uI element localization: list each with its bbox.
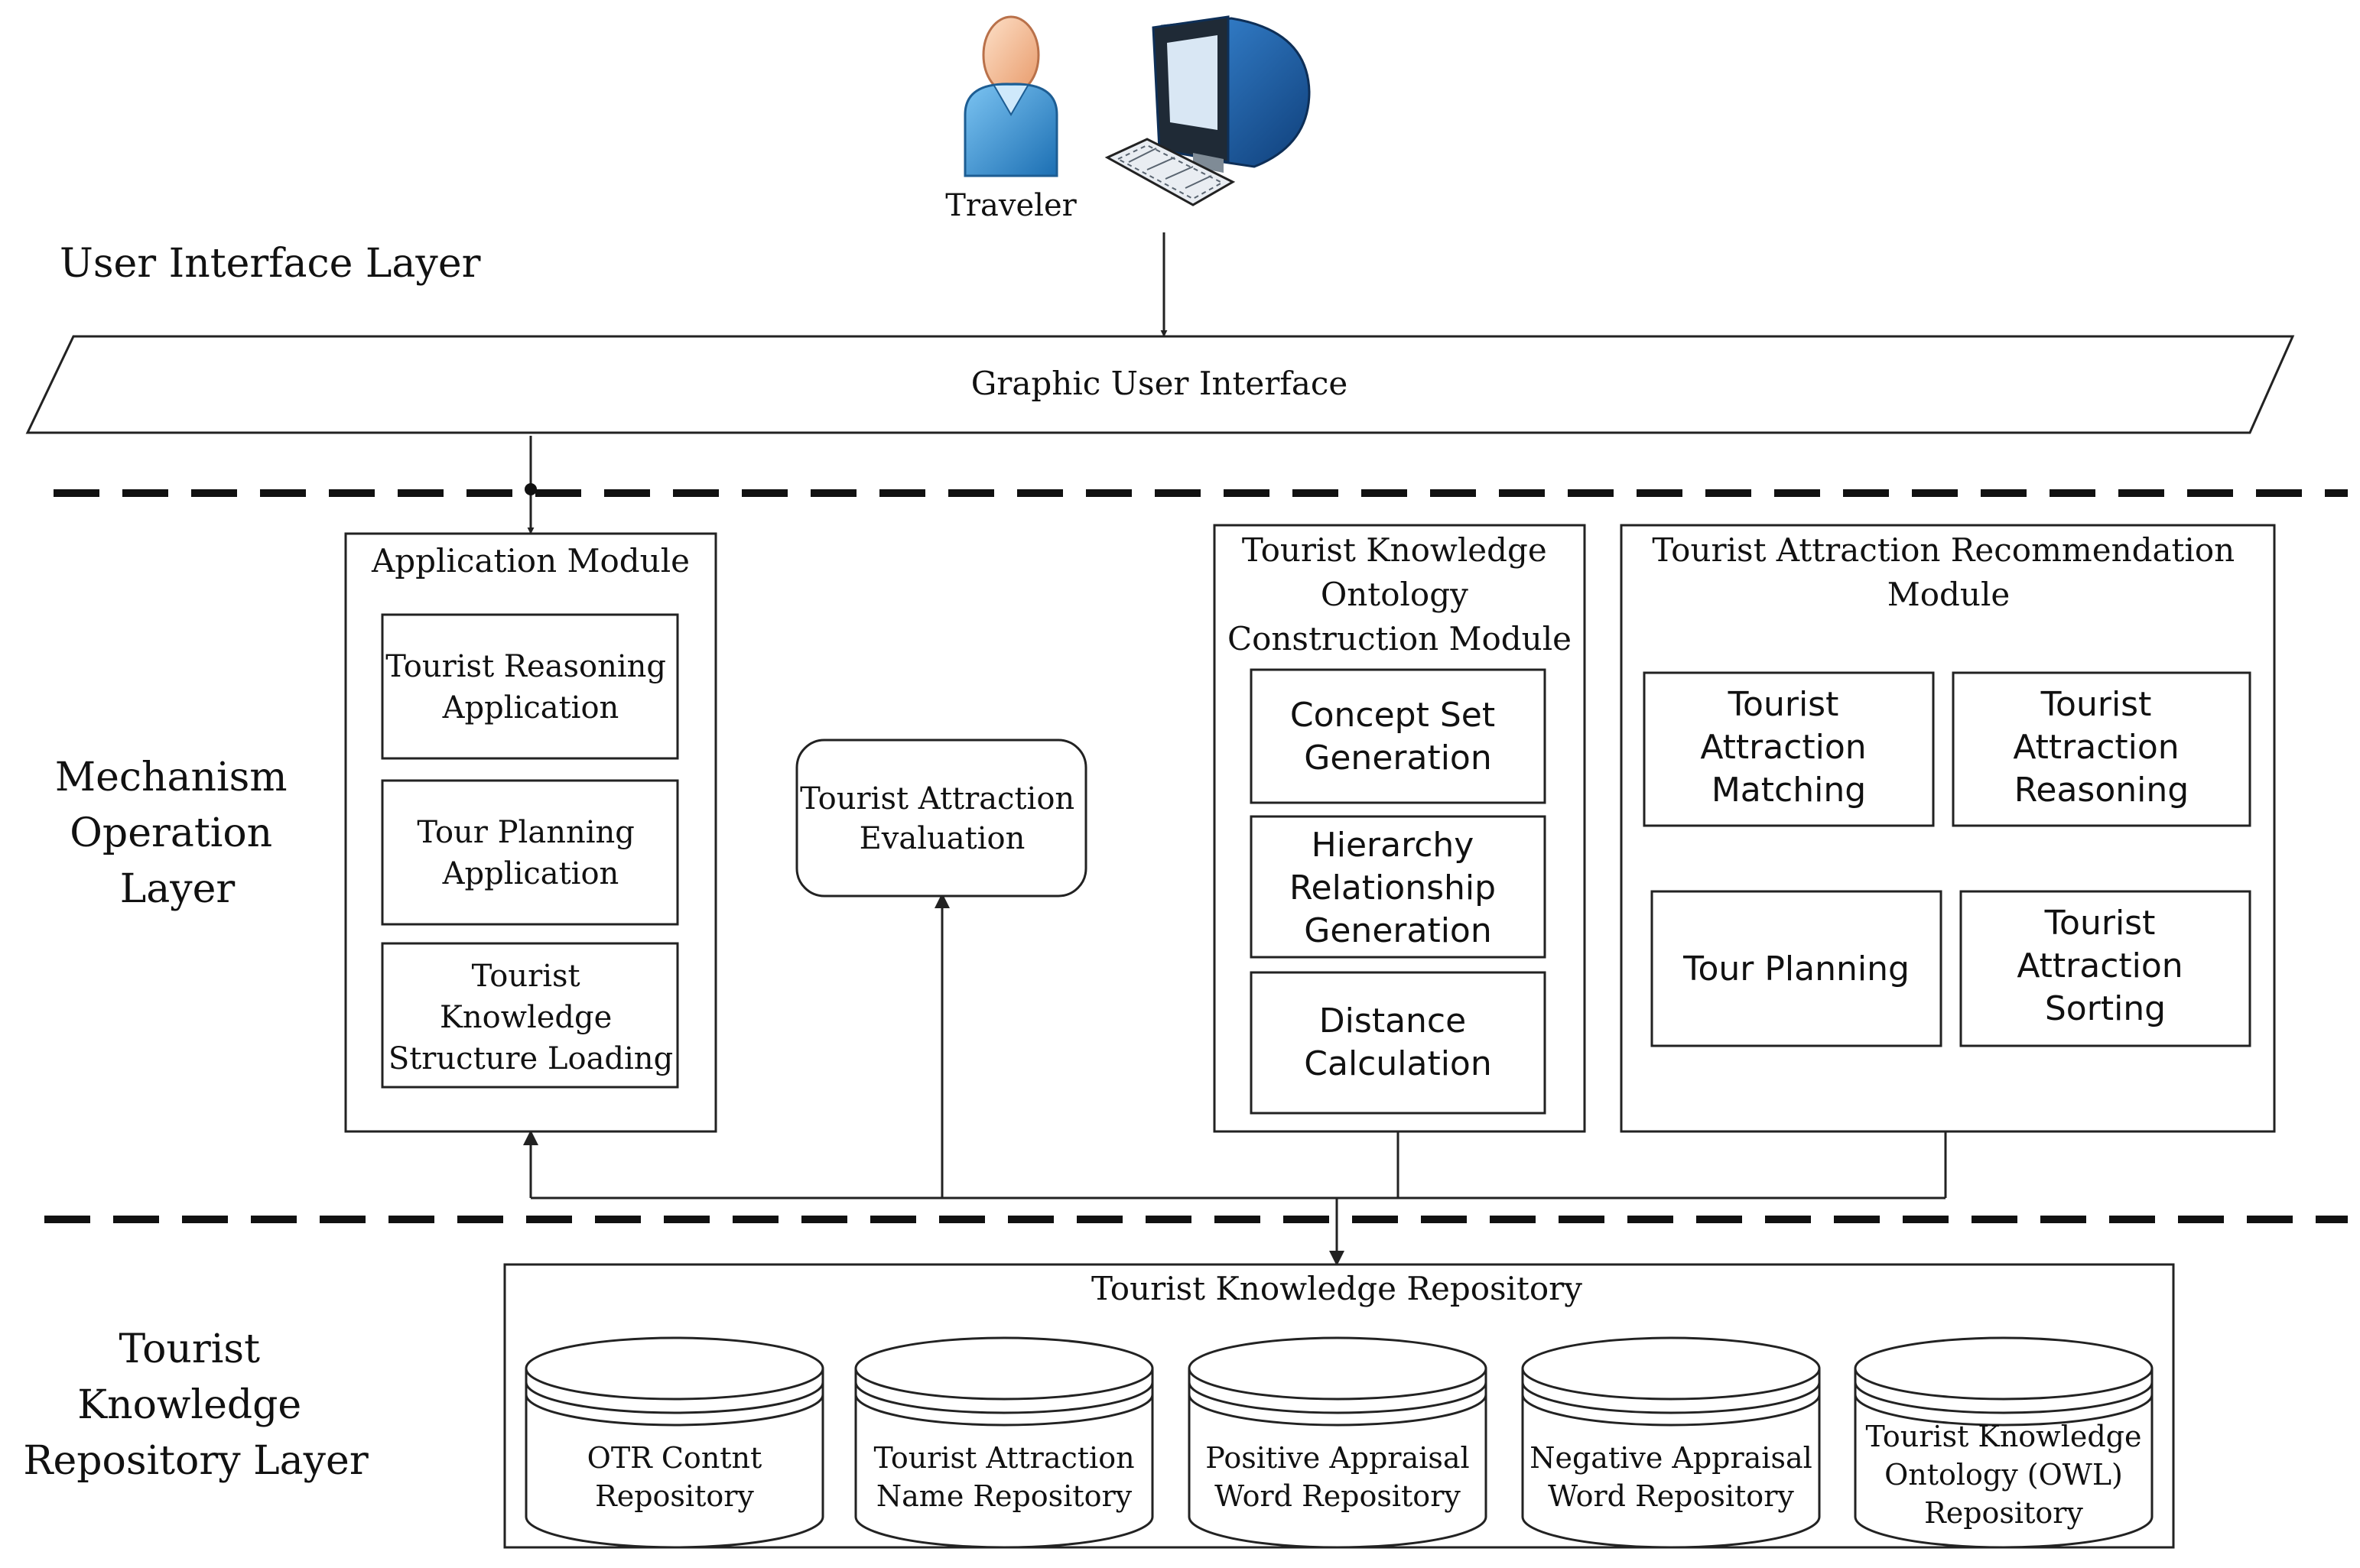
mechanism-layer-label-line: Layer — [120, 866, 236, 912]
tour-planning-box — [1650, 890, 1942, 1047]
application-module-title: Application Module — [371, 542, 690, 579]
database-label-line: Repository — [1924, 1496, 2083, 1530]
mechanism-layer-label-line: Operation — [70, 810, 272, 856]
repository-layer-label: Tourist Knowledge Repository Layer — [23, 1326, 368, 1484]
attraction-sorting-label: Tourist Attraction Sorting — [2017, 904, 2193, 1028]
database-label-line: Word Repository — [1548, 1479, 1794, 1513]
attraction-evaluation-box — [795, 739, 1087, 898]
database-label-line: Negative Appraisal — [1529, 1441, 1812, 1475]
mechanism-layer-label-line: Mechanism — [55, 755, 288, 800]
traveler-label: Traveler — [945, 188, 1077, 223]
repository-layer-label-line: Repository Layer — [23, 1438, 368, 1484]
knowledge-repository-title: Tourist Knowledge Repository — [1091, 1270, 1582, 1307]
distance-calculation-box — [1250, 971, 1546, 1115]
keyboard-icon — [1104, 138, 1236, 206]
database-label-line: Name Repository — [876, 1479, 1133, 1513]
distance-calculation-label: Distance Calculation — [1304, 1002, 1491, 1083]
gui-label: Graphic User Interface — [971, 365, 1348, 402]
tourist-reasoning-application-box — [381, 613, 679, 760]
knowledge-structure-loading-label: Tourist Knowledge Structure Loading — [388, 959, 673, 1076]
ontology-construction-module-title: Tourist Knowledge Ontology Construction … — [1227, 531, 1572, 657]
database-label-line: Tourist Knowledge — [1866, 1420, 2142, 1453]
tour-planning-label: Tour Planning — [1682, 950, 1910, 989]
database-label-line: Ontology (OWL) — [1884, 1458, 2123, 1492]
mechanism-layer-label: Mechanism Operation Layer — [55, 755, 300, 912]
ui-layer-label: User Interface Layer — [60, 241, 481, 287]
concept-set-generation-label: Concept Set Generation — [1290, 696, 1506, 778]
desktop-computer-icon — [1152, 15, 1311, 173]
database-label-line: Tourist Attraction — [873, 1441, 1134, 1475]
attraction-matching-box — [1643, 671, 1935, 827]
database-label-line: OTR Contnt — [587, 1441, 762, 1475]
gui-parallelogram — [25, 335, 2295, 434]
database-label-line: Repository — [595, 1479, 754, 1513]
attraction-reasoning-label: Tourist Attraction Reasoning — [2013, 685, 2189, 810]
tour-planning-application-label: Tour Planning Application — [417, 815, 644, 891]
attraction-reasoning-box — [1952, 671, 2251, 827]
traveler-person-icon — [964, 15, 1058, 177]
tour-planning-application-box — [381, 779, 679, 926]
database-label-line: Positive Appraisal — [1205, 1441, 1469, 1475]
junction-dot — [525, 483, 537, 495]
attraction-matching-label: Tourist Attraction Matching — [1700, 685, 1877, 810]
concept-set-generation-box — [1250, 668, 1546, 804]
repository-layer-label-line: Knowledge — [77, 1382, 301, 1428]
tourist-reasoning-application-label: Tourist Reasoning Application — [385, 649, 676, 726]
repository-layer-label-line: Tourist — [119, 1326, 260, 1372]
hierarchy-relationship-generation-box — [1250, 815, 1546, 959]
attraction-evaluation-label: Tourist Attraction Evaluation — [800, 781, 1084, 856]
knowledge-structure-loading-box — [381, 942, 679, 1089]
recommendation-module-title: Tourist Attraction Recommendation Module — [1652, 531, 2245, 613]
database-label-line: Word Repository — [1214, 1479, 1461, 1513]
attraction-sorting-box — [1959, 890, 2251, 1047]
hierarchy-relationship-generation-label: Hierarchy Relationship Generation — [1289, 826, 1507, 950]
